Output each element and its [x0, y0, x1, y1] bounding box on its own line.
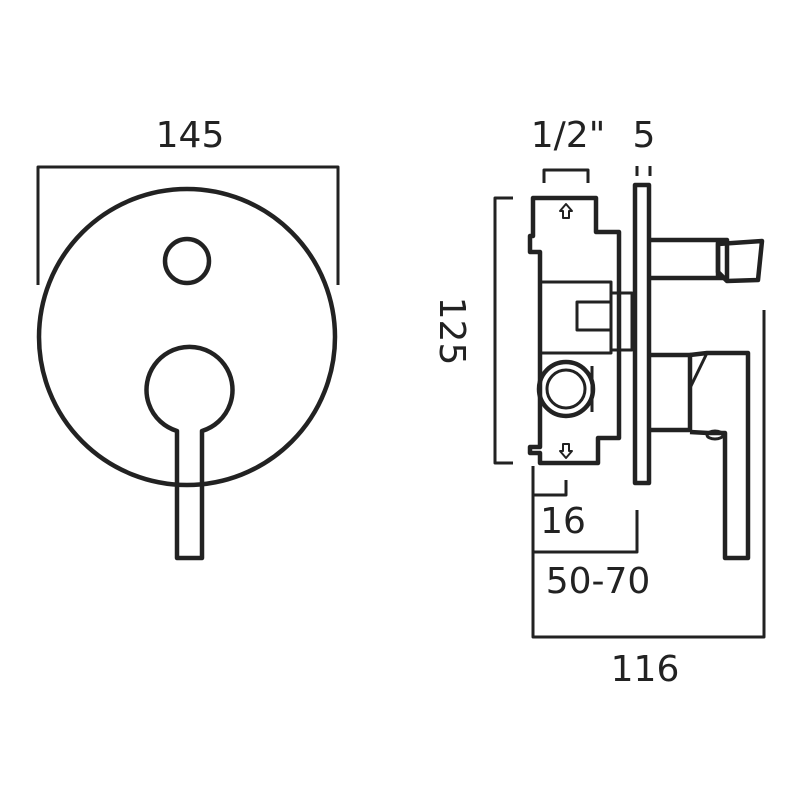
diverter-knob-side: [715, 238, 765, 284]
cartridge-stem: [575, 300, 613, 332]
handle-hub-side: [649, 352, 693, 433]
depth-range-dimension-line: [531, 495, 639, 554]
thread-size-label: 1/2": [531, 115, 606, 156]
side-view: 1/2" 5 125: [431, 115, 766, 690]
overall-depth-dimension-line: [531, 310, 766, 639]
arrow-up-icon: [559, 203, 573, 219]
lever-handle: [144, 344, 235, 561]
body-offset-label: 16: [540, 501, 586, 542]
wall-plate-side: [632, 182, 652, 486]
grub-screw: [705, 429, 725, 441]
diverter-knob: [162, 236, 212, 286]
lever-bevel: [688, 352, 709, 389]
overall-depth-label: 116: [611, 649, 680, 690]
height-dimension-line: [493, 196, 513, 465]
diverter-spindle: [649, 237, 730, 281]
plate-thickness-label: 5: [633, 115, 656, 156]
thread-dimension-line: [542, 168, 590, 183]
arrow-down-icon: [559, 443, 573, 459]
width-dimension-line: [36, 165, 340, 285]
body-offset-dimension-line: [531, 466, 568, 497]
front-view: 145: [36, 115, 340, 561]
plate-thickness-ticks: [635, 166, 652, 176]
depth-range-label: 50-70: [546, 561, 651, 602]
width-dimension-label: 145: [156, 115, 225, 156]
valve-body: [527, 195, 622, 466]
outlet-ring-inner: [545, 368, 587, 410]
wall-plate: [36, 186, 338, 488]
stem-extension: [611, 291, 634, 352]
height-dimension-label: 125: [431, 297, 472, 366]
lever-handle-side: [689, 350, 751, 561]
